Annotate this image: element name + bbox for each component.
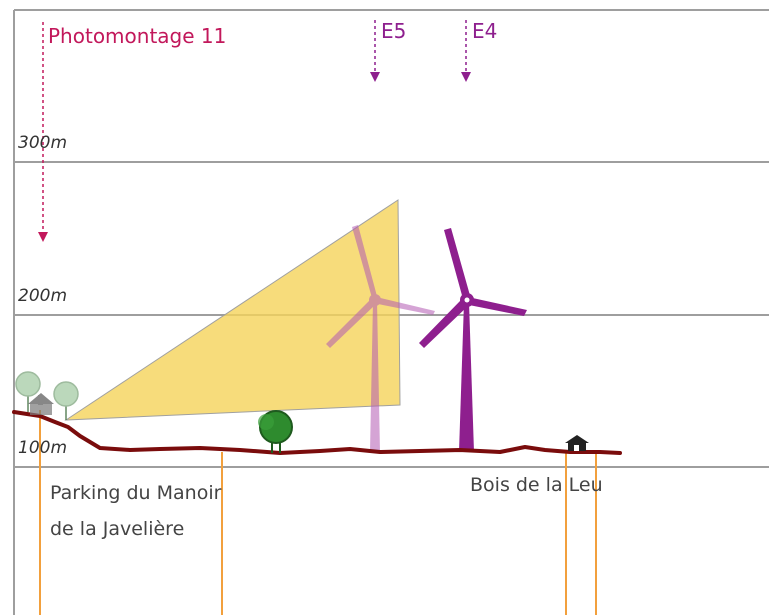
field-of-view-wedge — [64, 199, 401, 421]
tree-icon — [258, 410, 293, 453]
house-icon — [565, 435, 589, 451]
turbine-e5-hub — [369, 294, 381, 306]
altitude-label-200: 200m — [18, 286, 68, 306]
reference-lines — [39, 410, 597, 615]
turbine-e5 — [326, 225, 435, 452]
turbine-e4-tower — [459, 302, 474, 452]
turbine-e5-label: E5 — [381, 19, 407, 43]
turbine-e4-arrow — [461, 20, 471, 82]
ground-profile — [12, 410, 622, 455]
turbine-e4-hub-center — [464, 297, 470, 303]
place-label-parking-line-1: Parking du Manoir — [50, 482, 222, 504]
tree-left-2 — [53, 381, 79, 420]
turbine-e4-label: E4 — [472, 19, 498, 43]
altitude-label-100: 100m — [18, 438, 68, 458]
turbine-e5-tower — [370, 301, 380, 452]
viewpoint-label: Photomontage 11 — [48, 24, 227, 48]
turbine-e5-blade-3 — [326, 300, 375, 348]
turbine-e4-blade-2 — [468, 297, 527, 316]
place-label-bois: Bois de la Leu — [470, 474, 603, 496]
turbine-e4-blade-1 — [444, 228, 471, 299]
turbine-e5-blade-1 — [352, 225, 378, 300]
turbine-e4 — [419, 228, 527, 452]
manor-icon — [28, 393, 54, 415]
turbine-e4-blade-3 — [419, 300, 468, 348]
viewpoint-arrow — [38, 22, 48, 242]
turbine-e5-arrow — [370, 20, 380, 82]
turbine-e5-blade-2 — [376, 297, 435, 315]
tree-left-1 — [15, 371, 41, 412]
altitude-label-300: 300m — [18, 133, 68, 153]
place-label-parking-line-2: de la Javelière — [50, 518, 185, 540]
